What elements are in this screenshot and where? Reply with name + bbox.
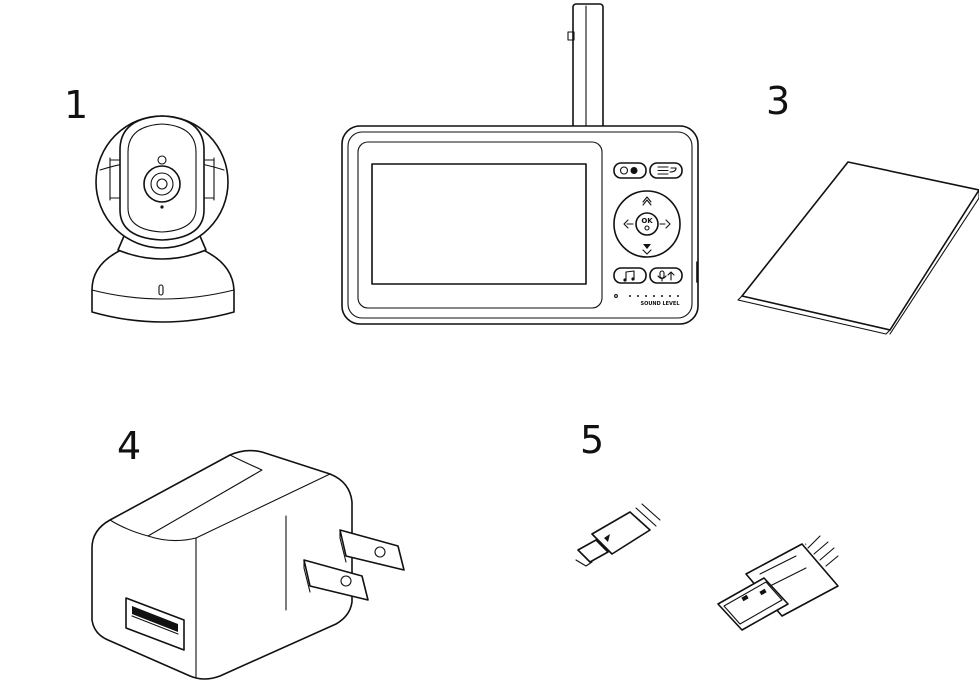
- ok-button-icon: [635, 212, 659, 236]
- item-number-4: 4: [117, 424, 141, 468]
- music-button-icon: [613, 267, 647, 284]
- power-adapter-icon: [91, 449, 405, 680]
- item-number-3: 3: [766, 79, 790, 123]
- sound-level-label: SOUND LEVEL: [640, 301, 680, 307]
- item-number-1: 1: [64, 83, 88, 127]
- micro-usb-connector-icon: [591, 511, 651, 555]
- item-number-5: 5: [580, 418, 604, 462]
- monitor-icon: OK SOUND LEVEL: [341, 3, 699, 325]
- camera-icon: [91, 115, 235, 323]
- ok-label: OK: [641, 217, 653, 225]
- manual-icon: [737, 161, 979, 335]
- usb-cable-icon: [575, 436, 865, 631]
- power-moon-button-icon: [613, 162, 647, 179]
